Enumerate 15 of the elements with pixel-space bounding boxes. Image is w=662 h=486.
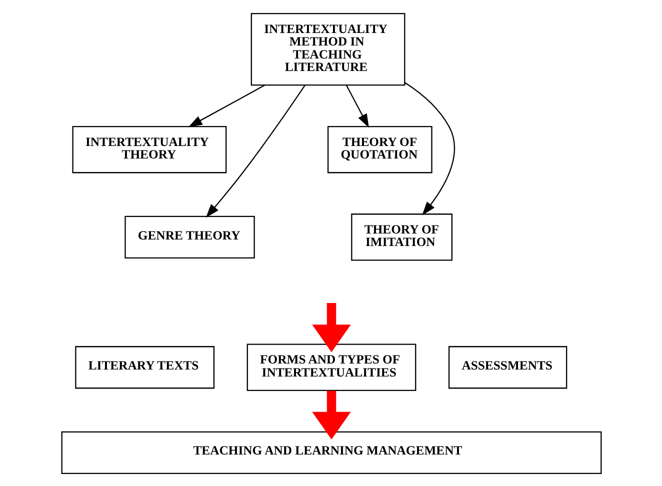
arrow [188,84,264,127]
arrow [312,302,350,352]
arrow [205,84,305,218]
arrow [312,390,350,439]
node-box: ASSESSMENTS [448,346,567,388]
node-box: LITERARY TEXTS [74,346,214,388]
node-box: TEACHING AND LEARNING MANAGEMENT [60,430,602,474]
node-box: GENRE THEORY [124,215,254,258]
node-box: INTERTEXTUALITY METHOD IN TEACHING LITERATURE [250,12,405,86]
node-box: FORMS AND TYPES OF INTERTEXTUALITIES [246,343,416,390]
node-box: THEORY OF IMITATION [350,213,452,260]
node-box: INTERTEXTUALITY THEORY [72,125,226,173]
arrow [345,84,368,128]
node-box: THEORY OF QUOTATION [326,125,432,173]
arrow [404,82,455,215]
